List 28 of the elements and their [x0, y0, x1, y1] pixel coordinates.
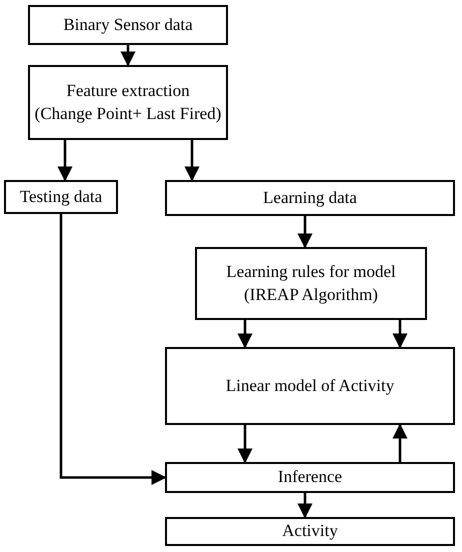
arrow: [392, 320, 408, 348]
arrow: [392, 424, 408, 462]
process-box: [165, 180, 455, 216]
box-label: Inference: [278, 466, 342, 488]
arrow: [58, 140, 72, 182]
arrow: [238, 320, 252, 348]
box-label: Binary Sensor data: [63, 14, 193, 36]
process-box: [28, 65, 228, 140]
box-label: Feature extraction: [66, 80, 190, 102]
arrow: [60, 214, 166, 485]
box-label: Learning data: [263, 186, 357, 209]
arrow: [238, 425, 252, 464]
arrow: [298, 216, 312, 248]
box-label: (IREAP Algorithm): [244, 284, 378, 306]
arrow: [298, 493, 312, 518]
box-label: (Change Point+ Last Fired): [34, 102, 222, 125]
process-box: [165, 462, 455, 493]
box-label: Testing data: [20, 186, 102, 208]
process-box: [165, 347, 455, 425]
process-box: [28, 5, 228, 45]
arrow: [120, 45, 136, 66]
box-label: Learning rules for model: [226, 260, 396, 283]
box-label: Linear model of Activity: [226, 374, 394, 397]
process-box: [165, 517, 455, 546]
process-box: [195, 247, 427, 320]
process-box: [4, 180, 118, 214]
box-label: Activity: [282, 520, 338, 542]
arrow: [184, 140, 200, 182]
